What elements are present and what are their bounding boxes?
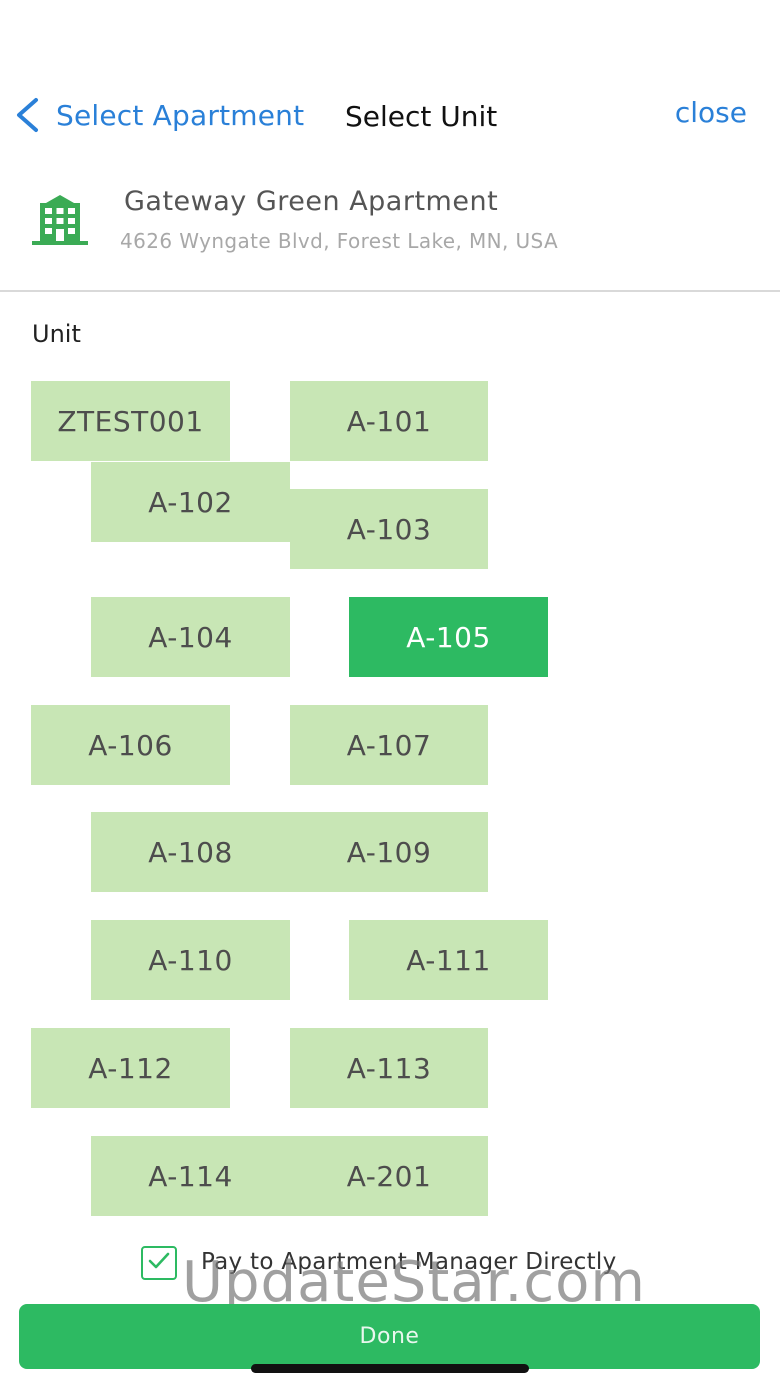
unit-tile-a-104[interactable]: A-104 xyxy=(91,597,290,677)
back-button[interactable]: Select Apartment xyxy=(14,95,304,135)
unit-tile-a-111[interactable]: A-111 xyxy=(349,920,548,1000)
checkmark-icon xyxy=(147,1251,171,1275)
pay-direct-label: Pay to Apartment Manager Directly xyxy=(201,1249,617,1275)
unit-tile-a-105[interactable]: A-105 xyxy=(349,597,548,677)
header-divider xyxy=(0,290,780,292)
unit-tile-a-201[interactable]: A-201 xyxy=(290,1136,488,1216)
back-button-label: Select Apartment xyxy=(56,98,305,132)
unit-tile-a-108[interactable]: A-108 xyxy=(91,812,290,892)
apartment-address: 4626 Wyngate Blvd, Forest Lake, MN, USA xyxy=(120,229,559,253)
pay-direct-checkbox[interactable] xyxy=(141,1246,177,1280)
page-title: Select Unit xyxy=(345,100,498,133)
unit-tile-a-101[interactable]: A-101 xyxy=(290,381,488,461)
unit-tile-a-107[interactable]: A-107 xyxy=(290,705,488,785)
unit-tile-a-106[interactable]: A-106 xyxy=(31,705,230,785)
unit-tile-a-110[interactable]: A-110 xyxy=(91,920,290,1000)
unit-tile-a-114[interactable]: A-114 xyxy=(91,1136,290,1216)
close-button[interactable]: close xyxy=(674,96,747,129)
home-indicator xyxy=(251,1364,529,1373)
unit-tile-a-102[interactable]: A-102 xyxy=(91,462,290,542)
unit-tile-a-103[interactable]: A-103 xyxy=(290,489,488,569)
unit-tile-a-109[interactable]: A-109 xyxy=(290,812,488,892)
chevron-left-icon xyxy=(14,97,40,133)
apartment-name: Gateway Green Apartment xyxy=(124,186,499,217)
unit-tile-a-113[interactable]: A-113 xyxy=(290,1028,488,1108)
done-button[interactable]: Done xyxy=(19,1304,760,1369)
unit-tile-a-112[interactable]: A-112 xyxy=(31,1028,230,1108)
unit-tile-ztest001[interactable]: ZTEST001 xyxy=(31,381,230,461)
building-icon xyxy=(32,195,88,245)
unit-section-label: Unit xyxy=(32,320,81,348)
